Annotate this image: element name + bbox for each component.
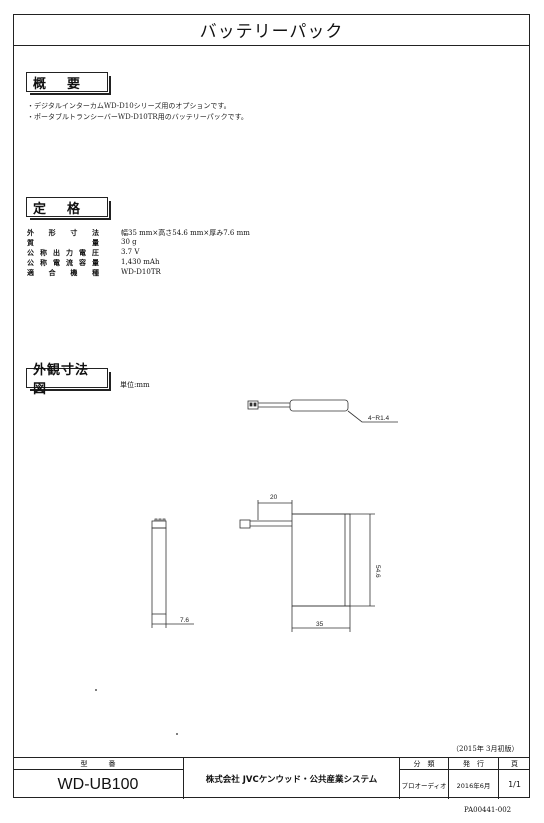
unit-label: 単位:mm [120, 381, 150, 389]
class-value: プロオーディオ [400, 770, 449, 799]
spec-label: 公称電流容量 [27, 259, 99, 267]
battery-side-view [151, 518, 194, 628]
spec-row: 公称電流容量 1,430 mAh [27, 258, 159, 268]
spec-row: 公称出力電圧 3.7 V [27, 248, 139, 258]
spec-value: 幅35 mm×高さ54.6 mm×厚み7.6 mm [121, 229, 250, 237]
spec-value: 3.7 V [121, 248, 140, 256]
radius-dim-label: 4−R1.4 [368, 415, 390, 422]
overview-line-2: ・ポータブルトランシーバーWD-D10TR用のバッテリーパックです。 [27, 113, 248, 121]
spec-label: 外形寸法 [27, 229, 99, 237]
spec-value: WD-D10TR [121, 268, 161, 276]
spec-label: 質量 [27, 239, 99, 247]
document-number: PA00441-002 [464, 806, 512, 814]
spec-label: 適合機種 [27, 269, 99, 277]
height-dim-label: 54.6 [374, 565, 381, 578]
page-title: バッテリーパック [13, 14, 530, 46]
model-number: WD-UB100 [13, 770, 184, 799]
company-name: 株式会社 JVCケンウッド・公共産業システム [184, 758, 400, 799]
page-header: 頁 [499, 758, 530, 770]
top-width-dim-label: 20 [270, 494, 278, 501]
thickness-dim-label: 7.6 [180, 617, 189, 624]
overview-line-1: ・デジタルインターカムWD-D10シリーズ用のオプションです。 [27, 102, 231, 110]
page-number: 1/1 [508, 780, 521, 789]
width-dim-label: 35 [316, 621, 324, 628]
model-header: 型 番 [13, 758, 184, 770]
drawing-heading: 外観寸法図 [26, 363, 111, 397]
issue-date: 2016年6月 [449, 770, 499, 799]
spec-value: 30 g [121, 238, 137, 246]
spec-row: 適合機種 WD-D10TR [27, 268, 161, 278]
page-frame [13, 14, 530, 798]
issue-header: 発 行 [449, 758, 499, 770]
class-header: 分 類 [400, 758, 449, 770]
battery-front-view [239, 500, 375, 632]
title-block: 型 番 WD-UB100 株式会社 JVCケンウッド・公共産業システム 分 類 … [13, 757, 530, 799]
spec-row: 外形寸法 幅35 mm×高さ54.6 mm×厚み7.6 mm [27, 228, 250, 238]
spec-value: 1,430 mAh [121, 258, 160, 266]
edition-note: （2015年 3月初版） [452, 745, 519, 753]
overview-heading: 概 要 [26, 72, 111, 95]
spec-row: 質量 30 g [27, 238, 137, 248]
spec-label: 公称出力電圧 [27, 249, 99, 257]
battery-top-view [247, 399, 398, 423]
